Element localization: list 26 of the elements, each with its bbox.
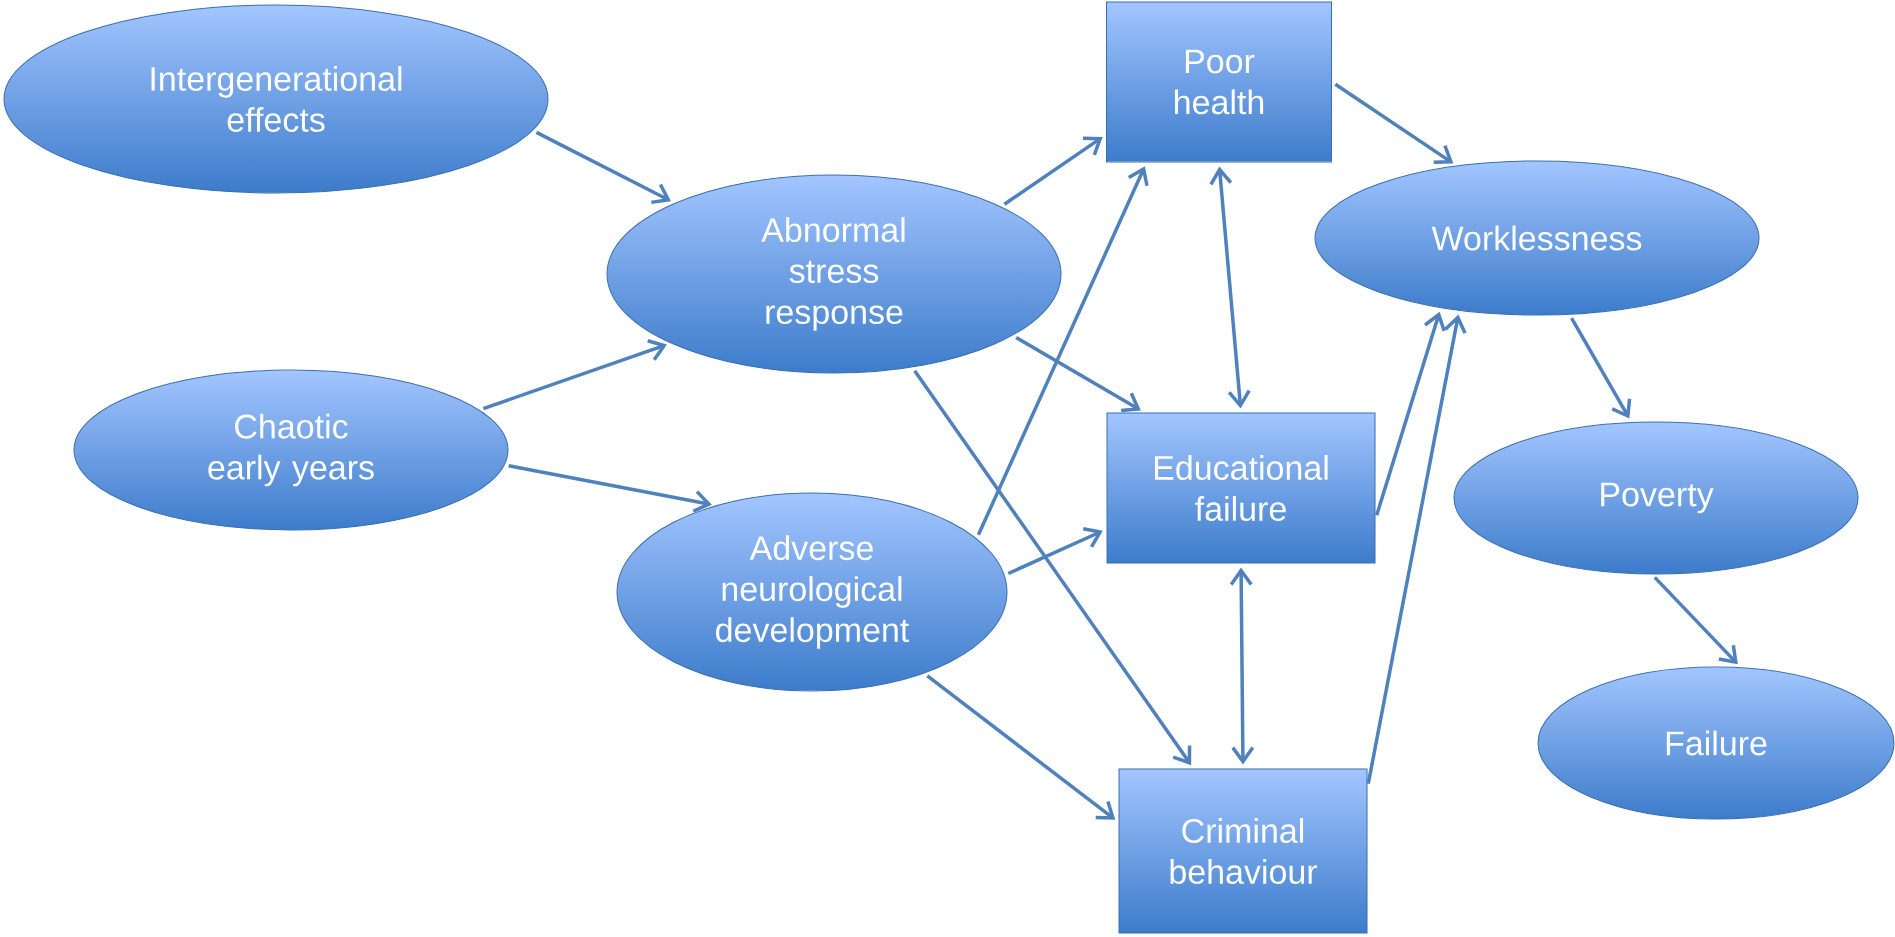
process-box: Educational failure xyxy=(1106,412,1376,564)
arrow xyxy=(535,130,672,205)
ellipse-node: Chaotic early years xyxy=(73,369,509,531)
process-box: Criminal behaviour xyxy=(1118,768,1368,934)
arrow xyxy=(482,339,667,411)
arrow xyxy=(926,674,1116,820)
arrow xyxy=(976,166,1149,536)
arrow xyxy=(1007,526,1103,576)
ellipse-node: Worklessness xyxy=(1314,160,1760,316)
arrow xyxy=(1003,136,1103,206)
ellipse-node: Poverty xyxy=(1453,421,1859,575)
arrow xyxy=(1015,336,1141,413)
arrow xyxy=(1229,567,1255,765)
ellipse-node: Adverse neurological development xyxy=(616,492,1008,692)
arrow xyxy=(1570,317,1632,419)
arrow xyxy=(1375,311,1446,516)
arrow xyxy=(913,369,1192,766)
arrow xyxy=(508,464,712,513)
process-box: Poor health xyxy=(1106,1,1332,163)
arrow xyxy=(1366,314,1467,784)
arrow xyxy=(1334,82,1454,165)
ellipse-node: Failure xyxy=(1537,666,1895,820)
arrow xyxy=(1653,576,1738,665)
arrow xyxy=(1209,166,1251,409)
ellipse-node: Abnormal stress response xyxy=(606,174,1062,374)
ellipse-node: Intergenerational effects xyxy=(3,4,549,194)
